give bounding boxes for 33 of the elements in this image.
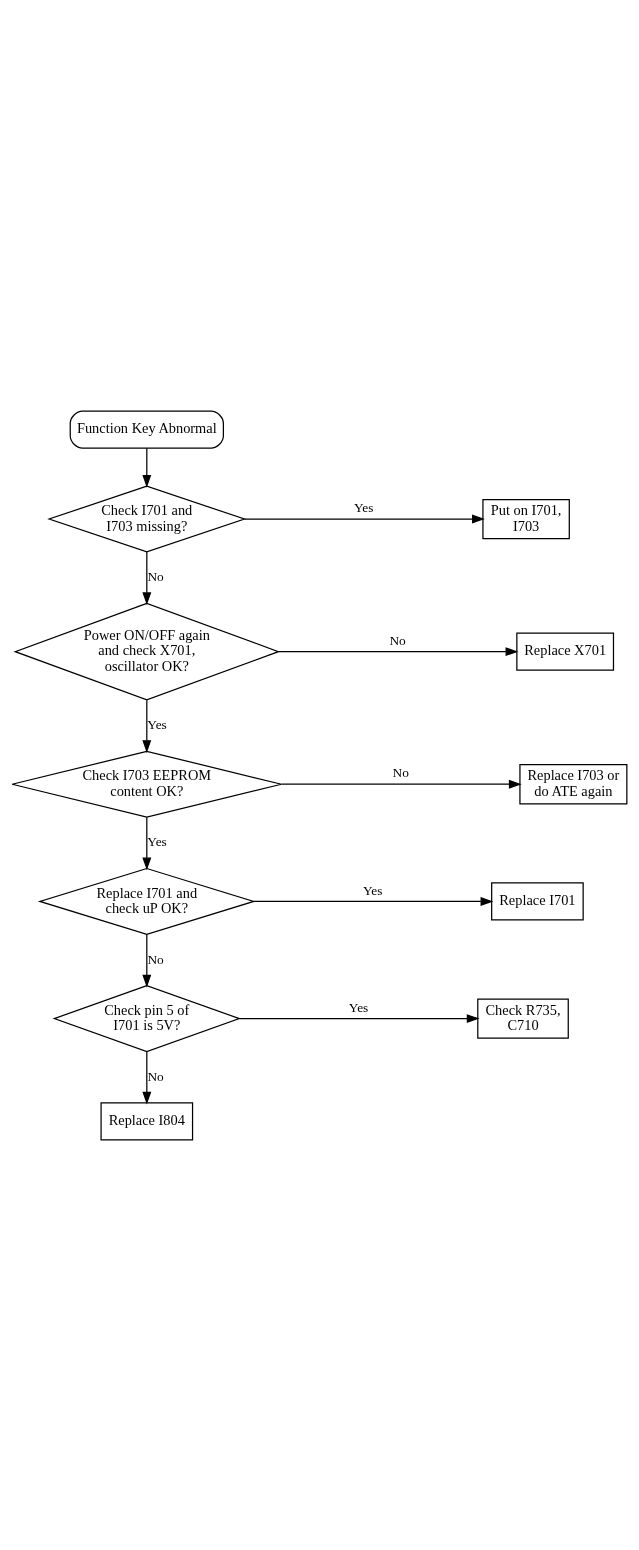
edge-label: Yes (348, 999, 369, 1015)
arrow (280, 779, 522, 789)
edge-label: Yes (353, 499, 374, 515)
node-box: Put on I701, I703 (482, 498, 570, 539)
arrow (142, 447, 152, 488)
node-box: Replace I804 (100, 1101, 194, 1140)
edge-label: No (147, 1068, 164, 1084)
node-diamond: Check I701 and I703 missing? (47, 485, 247, 553)
node-box: Replace I703 or do ATE again (519, 763, 628, 804)
arrow (238, 1013, 480, 1023)
arrow (142, 550, 152, 605)
arrow (243, 514, 485, 523)
edge-label: Yes (147, 716, 167, 732)
edge-label: Yes (147, 833, 167, 849)
edge-label: No (147, 568, 164, 584)
edge-label: No (147, 951, 164, 966)
edge-label: No (389, 632, 406, 648)
node-box: Check R735, C710 (477, 997, 569, 1039)
node-diamond: Check I703 EEPROM content OK? (11, 750, 283, 818)
edge-label: No (392, 764, 409, 780)
node-diamond: Check pin 5 of I701 is 5V? (52, 984, 242, 1052)
arrow (142, 816, 152, 870)
arrow (142, 699, 152, 753)
arrow (278, 646, 519, 656)
node-box: Replace I701 (491, 881, 584, 921)
arrow (142, 933, 152, 988)
node-diamond: Replace I701 and check uP OK? (37, 867, 256, 935)
arrow (142, 1050, 152, 1105)
node-box: Function Key Abnormal (69, 410, 224, 449)
node-diamond: Power ON/OFF again and check X701, oscillator OK? (13, 602, 281, 701)
edge-label: Yes (362, 882, 383, 898)
arrow (253, 896, 494, 906)
node-box: Replace X701 (516, 632, 615, 671)
